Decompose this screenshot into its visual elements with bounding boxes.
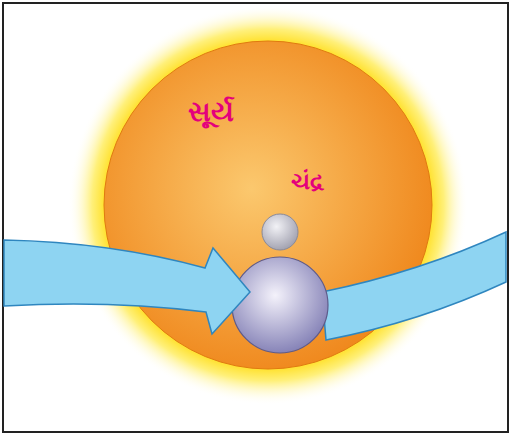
moon-body: ચંદ્ર: [255, 165, 328, 255]
earth-sphere: [232, 257, 328, 353]
moon-circle: [262, 214, 298, 250]
orbit-arrow: [4, 240, 250, 334]
body-label: ચંદ્ર: [291, 167, 324, 196]
sun-circle: [104, 41, 432, 369]
sun-disk-outline: [103, 40, 433, 370]
sun-glow: [68, 5, 468, 405]
body-label: સૂર્ય: [188, 95, 234, 129]
sun-disk: સૂર્ય ચંદ્ર: [103, 40, 433, 370]
orbit-ribbon: [322, 232, 506, 340]
frame: [3, 3, 508, 432]
ribbon-back: [4, 246, 108, 300]
